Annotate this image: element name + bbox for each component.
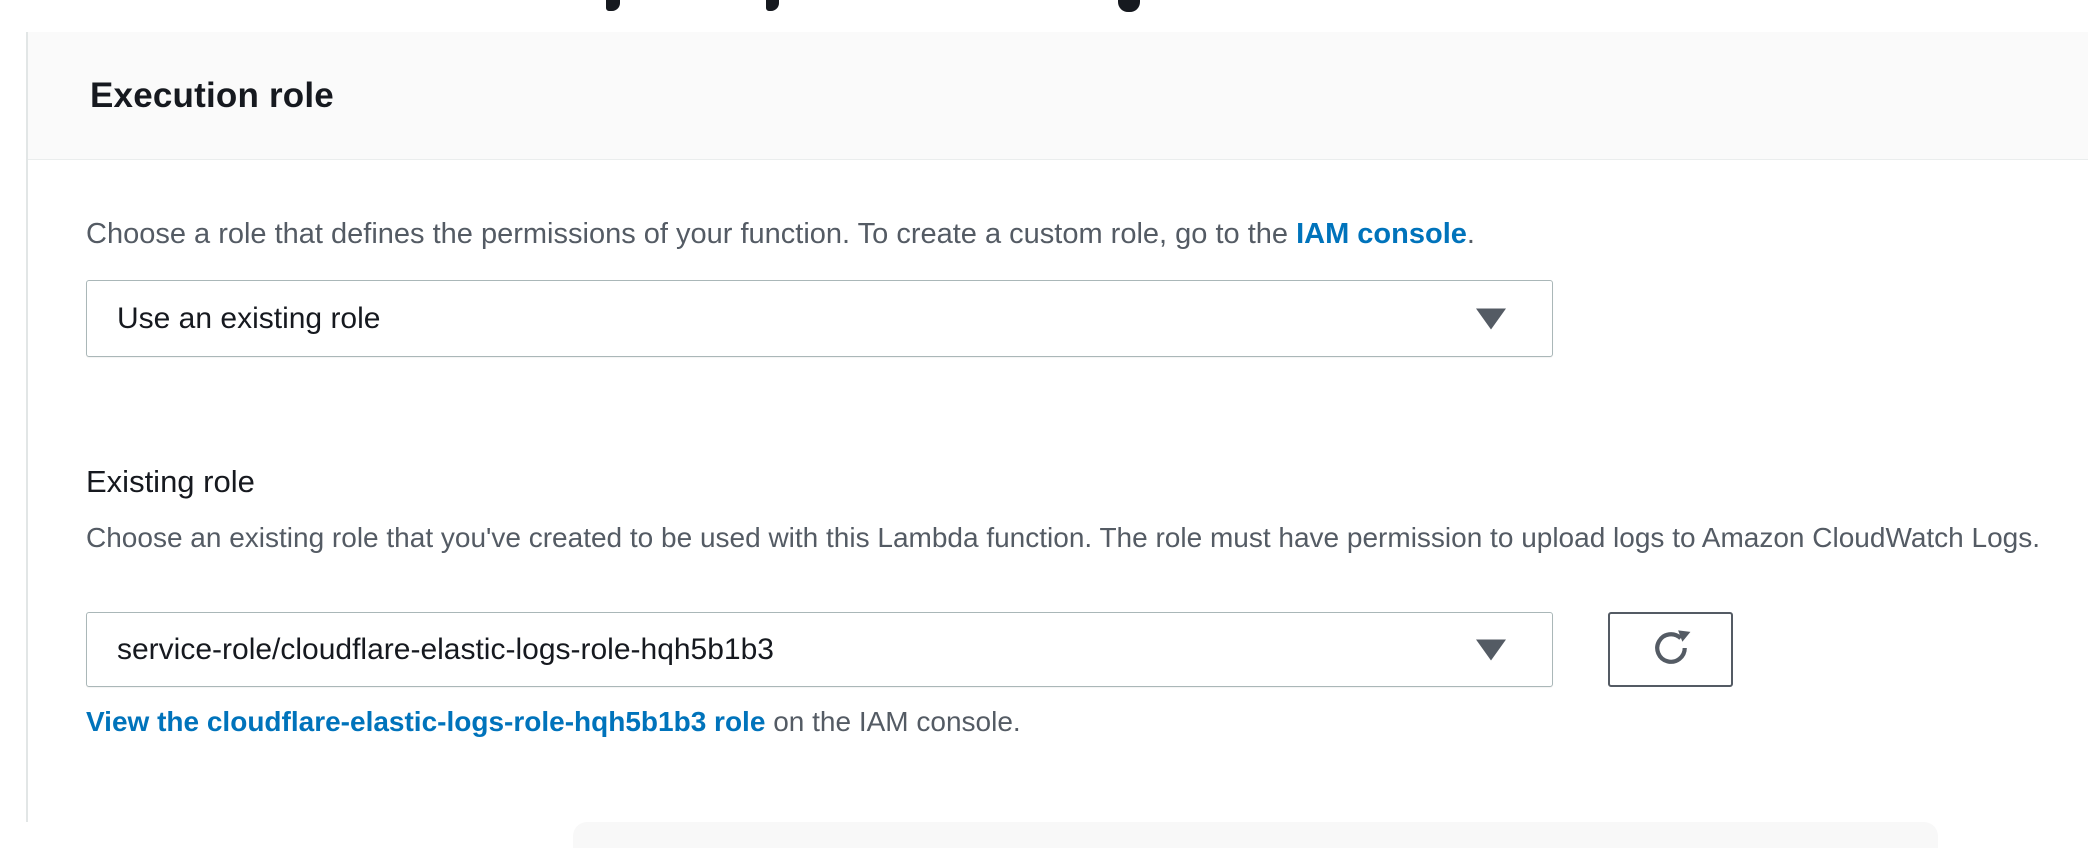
role-intro-text: Choose a role that defines the permissio… <box>86 218 1475 251</box>
section-title: Execution role <box>90 75 334 115</box>
section-left-border <box>26 32 28 822</box>
existing-role-selected-value: service-role/cloudflare-elastic-logs-rol… <box>117 632 774 666</box>
clipped-glyph <box>1118 0 1140 12</box>
execution-role-section-header: Execution role <box>28 32 2088 160</box>
existing-role-label: Existing role <box>86 464 255 499</box>
iam-console-link[interactable]: IAM console <box>1296 218 1467 250</box>
caret-down-icon <box>1476 639 1506 660</box>
clipped-glyph <box>606 0 620 11</box>
intro-text-before-link: Choose a role that defines the permissio… <box>86 218 1297 250</box>
role-source-select[interactable]: Use an existing role <box>86 280 1553 357</box>
clipped-content-above <box>0 0 2088 16</box>
caret-down-icon <box>1476 308 1506 329</box>
intro-text-after-link: . <box>1466 218 1475 250</box>
refresh-roles-button[interactable] <box>1608 612 1733 687</box>
next-panel-top-edge <box>573 822 1938 848</box>
existing-role-description: Choose an existing role that you've crea… <box>86 522 2041 553</box>
view-role-line: View the cloudflare-elastic-logs-role-hq… <box>86 706 1021 738</box>
refresh-icon <box>1649 626 1693 673</box>
role-source-selected-value: Use an existing role <box>117 301 381 335</box>
view-role-text-after-link: on the IAM console. <box>765 706 1021 737</box>
view-role-link[interactable]: View the cloudflare-elastic-logs-role-hq… <box>86 706 766 737</box>
existing-role-select[interactable]: service-role/cloudflare-elastic-logs-rol… <box>86 612 1553 687</box>
clipped-glyph <box>766 0 779 11</box>
